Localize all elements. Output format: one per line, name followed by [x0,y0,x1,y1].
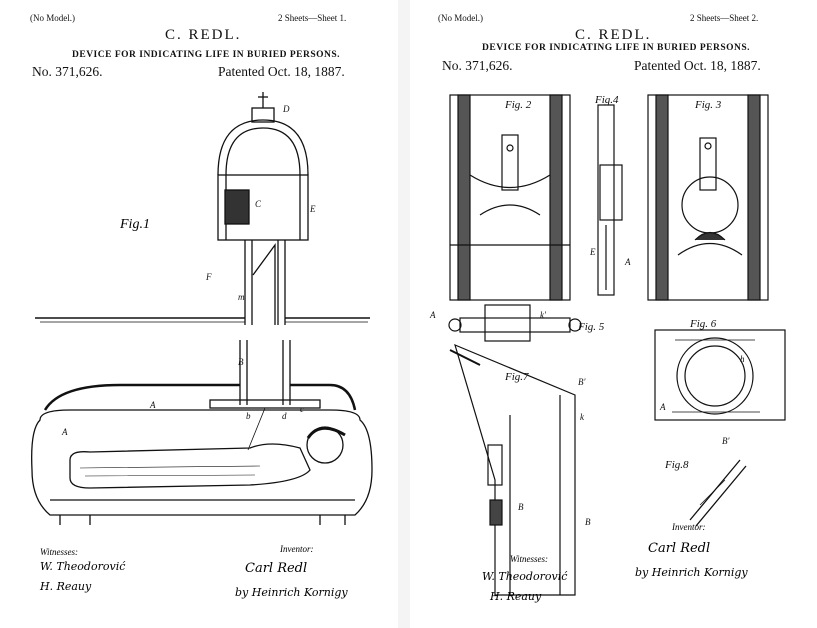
svg-text:A: A [624,257,631,267]
svg-text:F: F [205,272,212,282]
svg-text:k': k' [540,310,547,320]
figures-2-to-8-drawing: Fig. 2 Fig.4 Fig. 3 Fig. 5 Fig. 6 Fig.7 … [429,94,786,603]
attorney-signature: by Heinrich Kornigy [635,566,748,579]
figure-1-drawing: Fig.1 D E C F A A b d c Bm Witnesses: W. Theod… [31,92,373,599]
svg-text:A: A [429,310,436,320]
fig2-label: Fig. 2 [504,99,532,111]
patent-date: Patented Oct. 18, 1887. [634,58,761,73]
inventor-label: Inventor: [279,544,314,554]
svg-text:A: A [659,402,666,412]
fig5-label: Fig. 5 [577,321,605,333]
model-note: (No Model.) [30,13,75,23]
svg-text:A: A [61,427,68,437]
witness-2-signature: H. Reauy [39,580,92,593]
inventor-name-heading: C. REDL. [575,27,652,43]
model-note: (No Model.) [438,13,483,23]
witnesses-label: Witnesses: [40,547,78,557]
patent-title: DEVICE FOR INDICATING LIFE IN BURIED PER… [72,50,341,60]
svg-text:B: B [238,357,244,367]
svg-text:C: C [255,199,262,209]
svg-text:B: B [518,502,524,512]
svg-text:A: A [149,400,156,410]
svg-text:D: D [282,104,290,114]
svg-text:E: E [309,204,316,214]
fig6-label: Fig. 6 [689,318,717,330]
inventor-signature: Carl Redl [245,561,307,576]
svg-text:k: k [580,412,585,422]
svg-text:b: b [246,411,251,421]
inventor-label: Inventor: [671,522,706,532]
witness-2-signature: H. Reauy [489,590,542,603]
page-gutter [398,0,410,628]
witnesses-label: Witnesses: [510,554,548,564]
sheet-count: 2 Sheets—Sheet 2. [690,13,759,23]
patent-number: No. 371,626. [442,58,513,73]
svg-text:E: E [589,247,596,257]
fig4-label: Fig.4 [594,94,619,106]
patent-sheet-2: (No Model.) 2 Sheets—Sheet 2. C. REDL. D… [410,0,817,628]
inventor-name-heading: C. REDL. [165,27,242,43]
svg-text:B': B' [722,436,730,446]
witness-1-signature: W. Theodorović [482,570,568,583]
fig1-label: Fig.1 [119,217,150,232]
attorney-signature: by Heinrich Kornigy [235,586,348,599]
svg-text:m: m [238,292,245,302]
patent-date: Patented Oct. 18, 1887. [218,64,345,79]
svg-text:B': B' [578,377,586,387]
fig8-label: Fig.8 [664,459,689,471]
sheet-count: 2 Sheets—Sheet 1. [278,13,347,23]
svg-text:B: B [585,517,591,527]
svg-text:d: d [282,411,287,421]
svg-text:h: h [740,354,745,364]
fig3-label: Fig. 3 [694,99,722,111]
patent-number: No. 371,626. [32,64,103,79]
svg-text:c: c [300,404,304,414]
fig7-label: Fig.7 [504,371,529,383]
inventor-signature: Carl Redl [648,541,710,556]
patent-sheet-1: (No Model.) 2 Sheets—Sheet 1. C. REDL. D… [0,0,398,628]
patent-title: DEVICE FOR INDICATING LIFE IN BURIED PER… [482,43,751,53]
witness-1-signature: W. Theodorović [40,560,126,573]
